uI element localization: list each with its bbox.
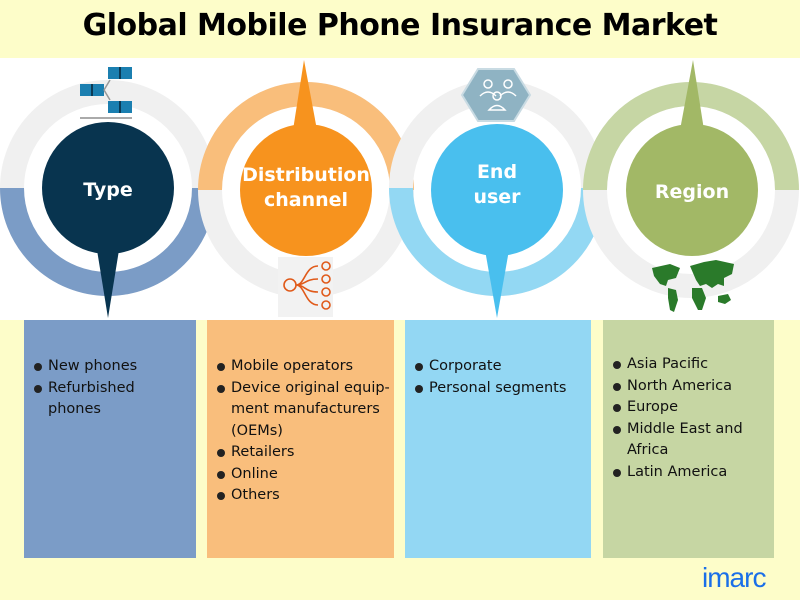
- type-list: New phones Refurbished phones: [34, 356, 192, 421]
- list-item: New phones: [34, 356, 192, 378]
- list-item: Europe: [613, 397, 770, 419]
- list-item: Retailers: [217, 442, 390, 464]
- distribution-label-line1: Distribution: [242, 164, 370, 186]
- world-map-icon: [652, 260, 734, 312]
- region-pointer: [680, 60, 704, 130]
- distribution-label-line2: channel: [264, 189, 348, 211]
- distribution-pointer: [293, 60, 317, 130]
- list-item: Device original equip-ment manufacturers…: [217, 378, 390, 443]
- end-user-label-line1: End: [477, 161, 517, 183]
- end-user-pointer: [485, 250, 509, 318]
- region-node: Region: [583, 60, 799, 312]
- segment-diagram: Type Distribution channel End user: [0, 60, 799, 318]
- distribution-list: Mobile operators Device original equip-m…: [217, 356, 390, 507]
- list-item: Middle East and Africa: [613, 419, 770, 462]
- list-item: Online: [217, 464, 390, 486]
- users-icon: [460, 68, 532, 122]
- list-item: Personal segments: [415, 378, 587, 400]
- list-item: Asia Pacific: [613, 354, 770, 376]
- region-box: Asia Pacific North America Europe Middle…: [603, 320, 774, 558]
- distribution-node: Distribution channel: [198, 60, 414, 317]
- list-item: Mobile operators: [217, 356, 390, 378]
- list-item: Corporate: [415, 356, 587, 378]
- end-user-list: Corporate Personal segments: [415, 356, 587, 399]
- end-user-box: Corporate Personal segments: [405, 320, 591, 558]
- type-box: New phones Refurbished phones: [24, 320, 196, 558]
- list-item: Refurbished phones: [34, 378, 192, 421]
- region-list: Asia Pacific North America Europe Middle…: [613, 354, 770, 483]
- distribution-box: Mobile operators Device original equip-m…: [207, 320, 394, 558]
- imarc-logo: imarc: [702, 562, 766, 593]
- page-title: Global Mobile Phone Insurance Market: [82, 8, 718, 43]
- type-label: Type: [83, 179, 133, 201]
- type-node: Type: [0, 67, 216, 318]
- network-blocks-icon: [80, 67, 132, 119]
- region-label: Region: [655, 181, 729, 203]
- type-pointer: [97, 250, 119, 318]
- distribution-icon: [278, 257, 333, 317]
- end-user-node: End user: [389, 68, 605, 318]
- end-user-label-line2: user: [473, 186, 521, 208]
- list-item: Others: [217, 485, 390, 507]
- list-item: Latin America: [613, 462, 770, 484]
- list-item: North America: [613, 376, 770, 398]
